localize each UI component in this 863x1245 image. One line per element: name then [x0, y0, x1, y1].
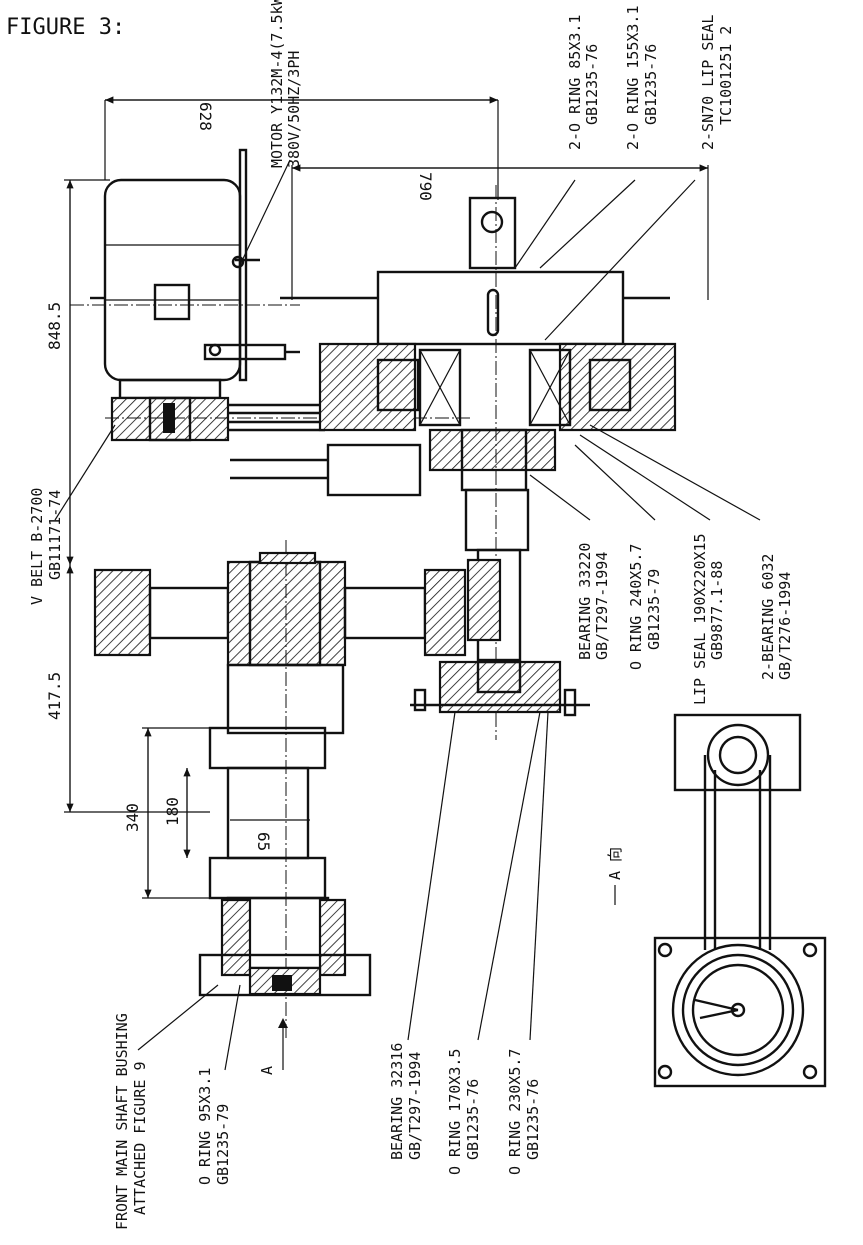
front-bushing-label: FRONT MAIN SHAFT BUSHING ATTACHED FIGURE… — [113, 1013, 149, 1230]
leader-lines — [54, 159, 761, 1071]
lip-seal-sn70-label: 2-SN70 LIP SEAL TC1001251 2 — [699, 15, 735, 150]
svg-text:GB/T297-1994: GB/T297-1994 — [406, 1052, 424, 1160]
figure-title: FIGURE 3: — [6, 15, 125, 40]
view-a-label: A 向 — [606, 847, 624, 880]
svg-text:GB11171-74: GB11171-74 — [46, 490, 64, 580]
v-belt-label: V BELT B-2700 GB11171-74 — [28, 488, 64, 605]
view-arrow-a: A — [258, 1066, 276, 1075]
svg-text:GB1235-79: GB1235-79 — [645, 569, 663, 650]
oring-95-label: O RING 95X3.1 GB1235-79 — [196, 1068, 232, 1185]
svg-text:LIP SEAL 190X220X15: LIP SEAL 190X220X15 — [691, 533, 709, 705]
svg-text:O RING 95X3.1: O RING 95X3.1 — [196, 1068, 214, 1185]
oring-155-label: 2-O RING 155X3.1 GB1235-76 — [624, 6, 660, 151]
svg-text:417.5: 417.5 — [45, 672, 64, 720]
svg-text:340: 340 — [123, 803, 142, 832]
svg-text:TC1001251 2: TC1001251 2 — [717, 26, 735, 125]
svg-text:BEARING 32316: BEARING 32316 — [388, 1043, 406, 1160]
lip-seal-190-label: LIP SEAL 190X220X15 GB9877.1-88 — [691, 533, 726, 705]
oring-230-label: O RING 230X5.7 GB1235-76 — [506, 1049, 542, 1175]
motor-pulley — [105, 396, 470, 442]
svg-text:2-O RING 85X3.1: 2-O RING 85X3.1 — [566, 15, 584, 150]
svg-text:ATTACHED FIGURE 9: ATTACHED FIGURE 9 — [131, 1061, 149, 1215]
svg-text:GB1235-76: GB1235-76 — [524, 1079, 542, 1160]
svg-text:2-O RING 155X3.1: 2-O RING 155X3.1 — [624, 6, 642, 151]
svg-text:628: 628 — [196, 102, 215, 131]
svg-text:2-SN70 LIP SEAL: 2-SN70 LIP SEAL — [699, 15, 717, 150]
svg-text:GB/T297-1994: GB/T297-1994 — [593, 552, 611, 660]
motor-bracket — [203, 148, 300, 382]
gearbox-housing — [230, 185, 677, 740]
output-shaft — [410, 488, 590, 717]
svg-text:GB/T276-1994: GB/T276-1994 — [776, 572, 794, 680]
bearing-33220-label: BEARING 33220 GB/T297-1994 — [576, 543, 611, 660]
dimension-65: 65 — [230, 819, 310, 851]
svg-text:MOTOR Y132M-4(7.5kW): MOTOR Y132M-4(7.5kW) — [268, 0, 286, 168]
svg-text:GB1235-76: GB1235-76 — [642, 44, 660, 125]
oring-240-label: O RING 240X5.7 GB1235-79 — [627, 544, 663, 670]
svg-text:848.5: 848.5 — [45, 302, 64, 350]
svg-text:BEARING 33220: BEARING 33220 — [576, 543, 594, 660]
svg-text:380V/50HZ/3PH: 380V/50HZ/3PH — [285, 51, 303, 168]
svg-text:O RING 240X5.7: O RING 240X5.7 — [627, 544, 645, 670]
svg-text:65: 65 — [254, 832, 273, 851]
dimension-180: 180 — [163, 768, 191, 858]
dimension-848-5: 848.5 — [45, 179, 110, 565]
svg-text:V BELT B-2700: V BELT B-2700 — [28, 488, 46, 605]
svg-text:GB1235-76: GB1235-76 — [464, 1079, 482, 1160]
front-bushing — [198, 898, 372, 997]
oring-170-label: O RING 170X3.5 GB1235-76 — [446, 1049, 482, 1175]
svg-text:O RING 230X5.7: O RING 230X5.7 — [506, 1049, 524, 1175]
svg-text:180: 180 — [163, 797, 182, 826]
bearing-6032-label: 2-BEARING 6032 GB/T276-1994 — [759, 554, 794, 680]
svg-text:790: 790 — [416, 172, 435, 201]
svg-text:A 向: A 向 — [606, 847, 624, 880]
svg-text:GB1235-76: GB1235-76 — [583, 44, 601, 125]
svg-text:A: A — [258, 1066, 276, 1075]
svg-text:GB1235-79: GB1235-79 — [214, 1104, 232, 1185]
dimension-790: 790 — [291, 164, 709, 300]
svg-text:FRONT MAIN SHAFT BUSHING: FRONT MAIN SHAFT BUSHING — [113, 1013, 131, 1230]
svg-text:O RING 170X3.5: O RING 170X3.5 — [446, 1049, 464, 1175]
view-a — [653, 713, 827, 1088]
svg-text:GB9877.1-88: GB9877.1-88 — [708, 561, 726, 660]
motor-label: MOTOR Y132M-4(7.5kW) 380V/50HZ/3PH — [268, 0, 303, 168]
bearing-32316-label: BEARING 32316 GB/T297-1994 — [388, 1043, 424, 1160]
dimension-340: 340 — [123, 727, 210, 899]
svg-text:2-BEARING 6032: 2-BEARING 6032 — [759, 554, 777, 680]
large-pulley — [93, 540, 467, 1040]
dimension-417-5: 417.5 — [45, 565, 210, 813]
oring-85-label: 2-O RING 85X3.1 GB1235-76 — [566, 15, 601, 150]
dimension-628: 628 — [104, 96, 499, 200]
